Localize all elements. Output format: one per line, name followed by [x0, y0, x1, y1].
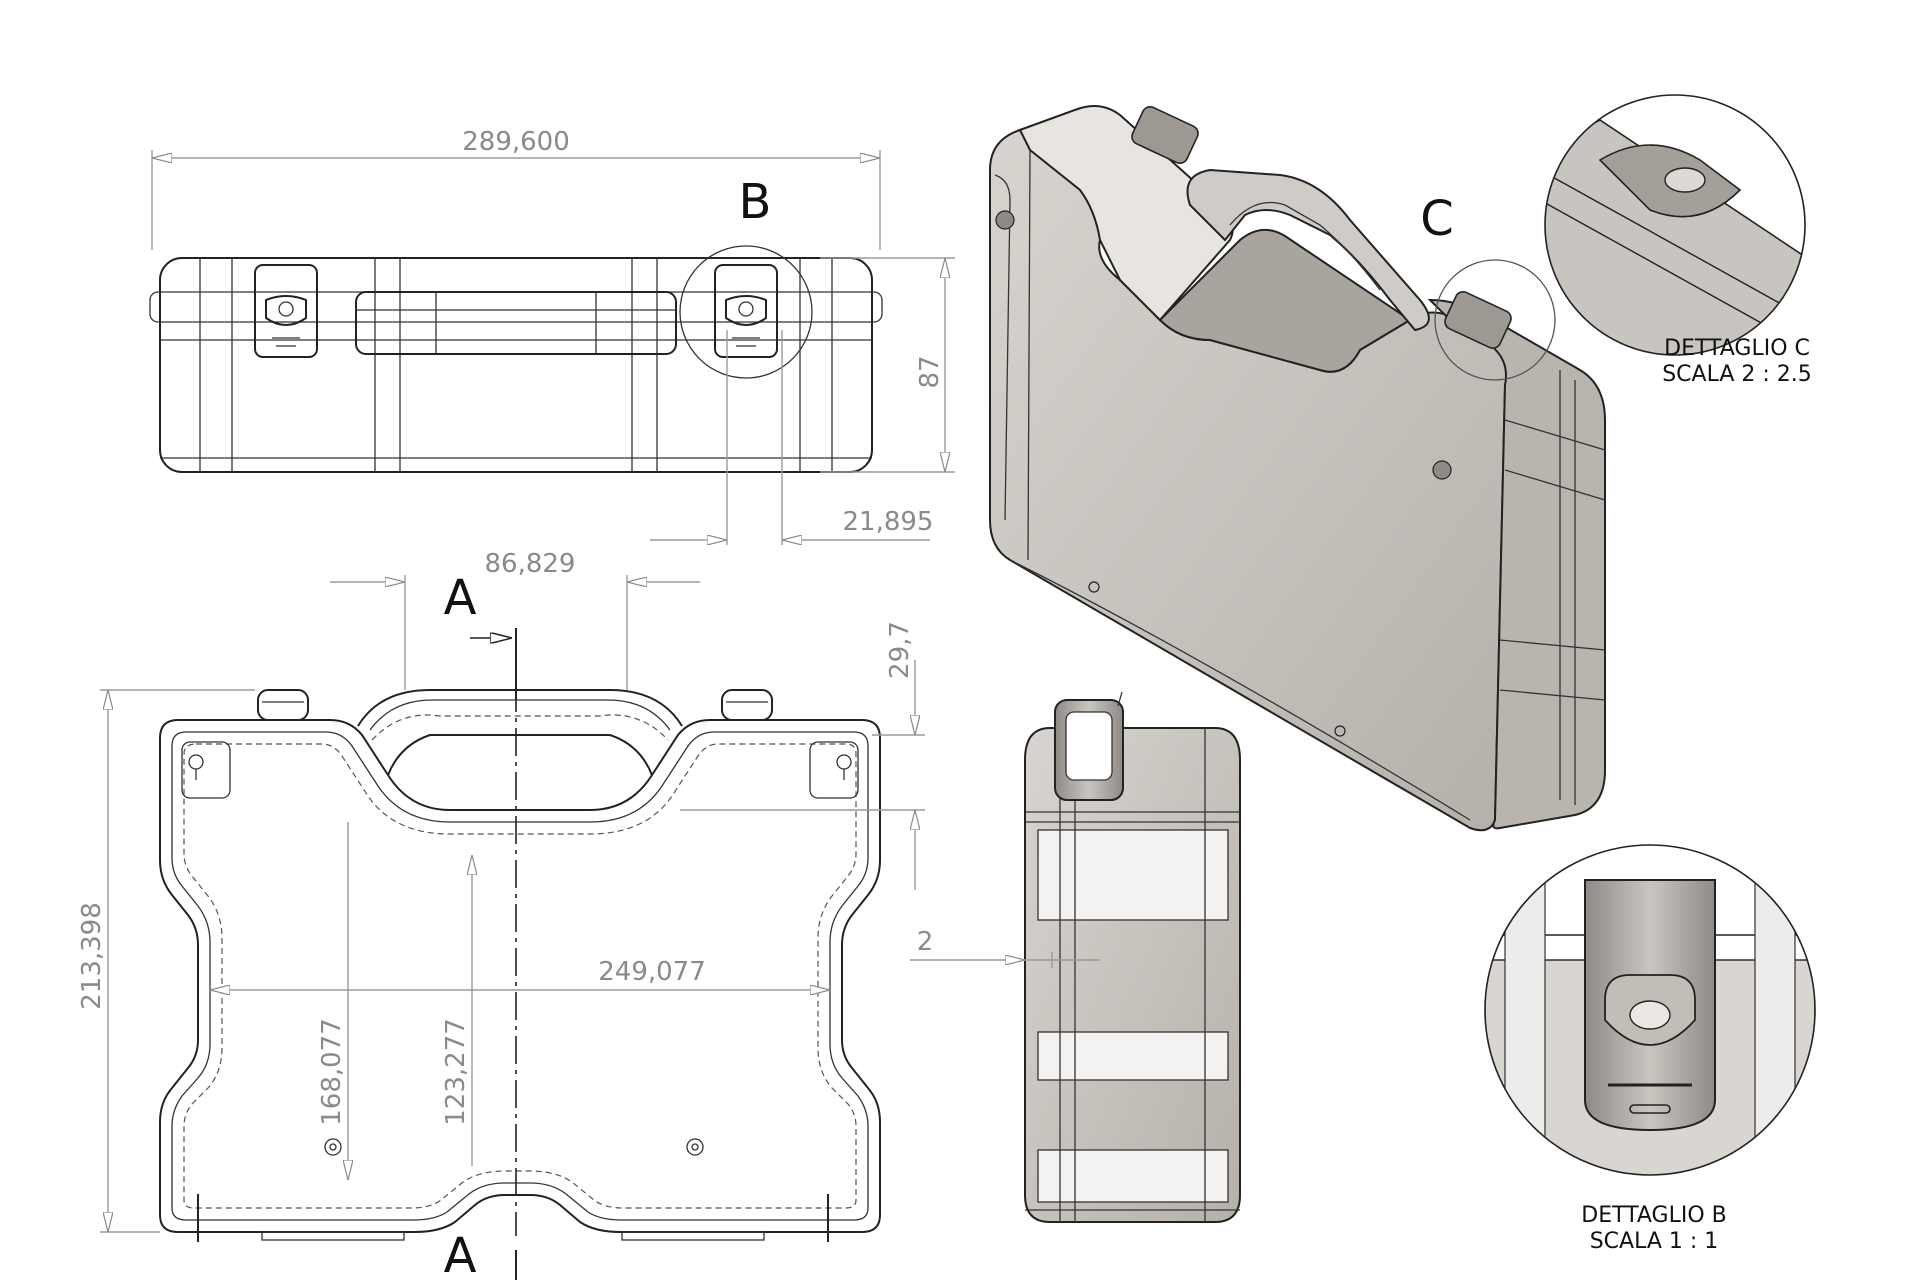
front-view — [149, 245, 883, 473]
dim-wall: 2 — [917, 927, 934, 957]
side-view-dimension: 2 — [910, 927, 1025, 960]
dim-inner-width: 249,077 — [598, 957, 706, 987]
dim-latch-offset: 21,895 — [843, 507, 934, 537]
dim-overall-height: 213,398 — [77, 902, 107, 1010]
dim-overall-width: 289,600 — [462, 127, 570, 157]
isometric-view: C — [989, 105, 1606, 832]
dim-height-front: 87 — [915, 355, 945, 388]
detail-b-marker: B — [739, 174, 772, 230]
detail-b-title: DETTAGLIO B — [1581, 1203, 1726, 1228]
side-view — [1020, 691, 1241, 1223]
top-view: A A — [159, 570, 881, 1280]
dim-168: 168,077 — [317, 1018, 347, 1126]
dim-123: 123,277 — [441, 1018, 471, 1126]
section-marker-a-bottom: A — [444, 1228, 477, 1280]
front-view-dimensions: 289,600 87 21,895 B — [151, 127, 955, 545]
detail-b-scale: SCALA 1 : 1 — [1590, 1229, 1719, 1254]
detail-c-scale: SCALA 2 : 2.5 — [1662, 362, 1812, 387]
top-view-dimensions: 86,829 29,7 213,398 249,077 168,077 123,… — [77, 549, 925, 1233]
detail-c-marker: C — [1420, 191, 1454, 247]
detail-c-view: DETTAGLIO C SCALA 2 : 2.5 — [1544, 94, 1812, 387]
dim-handle-width: 86,829 — [485, 549, 576, 579]
detail-b-view: DETTAGLIO B SCALA 1 : 1 — [1484, 844, 1816, 1254]
dim-handle-height: 29,7 — [885, 621, 915, 679]
detail-c-title: DETTAGLIO C — [1664, 336, 1810, 361]
section-marker-a-top: A — [444, 570, 477, 626]
